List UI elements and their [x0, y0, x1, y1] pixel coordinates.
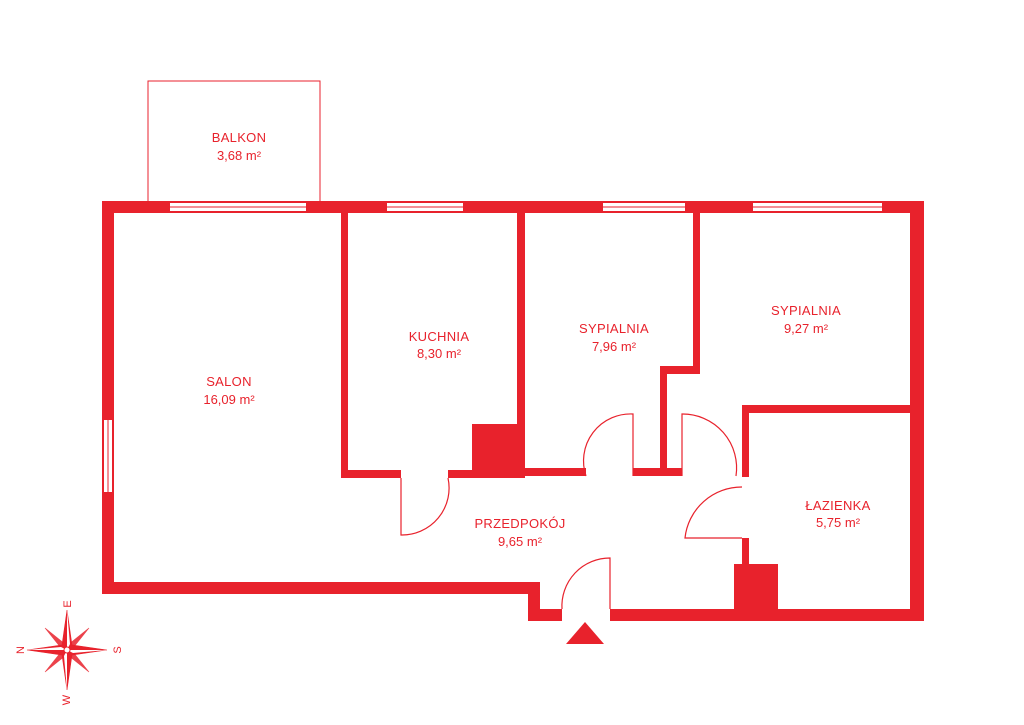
bedroom1-wall-right-lower — [660, 366, 667, 476]
entrance-arrow-icon — [566, 622, 604, 644]
door-entrance — [561, 557, 611, 610]
door-bedroom1 — [582, 413, 634, 477]
przedpokoj-name: PRZEDPOKÓJ — [474, 516, 565, 531]
outer-wall-bottom-left — [102, 582, 538, 594]
compass-south-label: S — [112, 646, 124, 653]
przedpokoj-area: 9,65 m² — [498, 534, 543, 549]
outer-wall-top — [102, 201, 924, 213]
sypialnia2-name: SYPIALNIA — [771, 303, 841, 318]
kuchnia-name: KUCHNIA — [409, 329, 470, 344]
room-labels: BALKON 3,68 m² SALON 16,09 m² KUCHNIA 8,… — [203, 130, 870, 549]
compass-east-label: E — [62, 600, 74, 607]
kitchen-wall-left — [341, 201, 348, 478]
doors — [400, 413, 743, 610]
walls — [102, 201, 924, 621]
salon-area: 16,09 m² — [203, 392, 255, 407]
outer-wall-bottom-b — [610, 609, 924, 621]
balkon-area: 3,68 m² — [217, 148, 262, 163]
door-kitchen — [400, 477, 450, 536]
hall-corner-stub — [667, 468, 682, 476]
bathroom-shaft — [734, 564, 778, 614]
lazienka-name: ŁAZIENKA — [805, 498, 870, 513]
kitchen-wall-right — [517, 201, 525, 478]
windows — [104, 203, 882, 492]
kitchen-shaft — [472, 424, 522, 472]
kitchen-wall-bottom — [341, 470, 401, 478]
kuchnia-area: 8,30 m² — [417, 346, 462, 361]
bathroom-wall-left-upper — [742, 405, 749, 477]
door-bedroom2 — [681, 413, 738, 477]
bedroom1-wall-bottom-right — [633, 468, 673, 476]
bedroom1-wall-right-upper — [693, 201, 700, 374]
salon-name: SALON — [206, 374, 252, 389]
compass-rose-icon: E N S W — [15, 600, 124, 705]
compass-north-label: N — [15, 646, 27, 654]
balkon-name: BALKON — [212, 130, 267, 145]
bathroom-wall-top — [742, 405, 922, 413]
sypialnia1-name: SYPIALNIA — [579, 321, 649, 336]
compass-west-label: W — [61, 694, 73, 705]
lazienka-area: 5,75 m² — [816, 515, 861, 530]
sypialnia2-area: 9,27 m² — [784, 321, 829, 336]
outer-wall-bottom-a — [528, 609, 562, 621]
bedroom1-wall-jog — [660, 366, 700, 374]
door-bathroom — [684, 486, 743, 539]
bedroom1-wall-bottom-left — [517, 468, 586, 476]
kitchen-wall-bottom-right — [448, 470, 525, 478]
sypialnia1-area: 7,96 m² — [592, 339, 637, 354]
outer-wall-left — [102, 201, 114, 594]
